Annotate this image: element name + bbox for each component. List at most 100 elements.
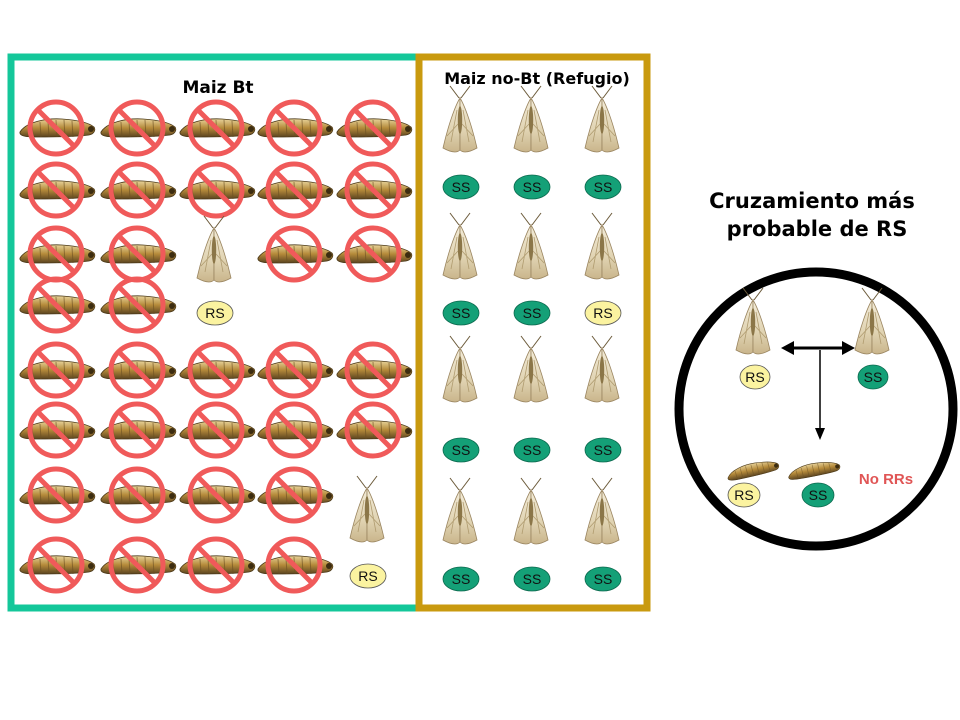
prohibited-larva-icon: [337, 164, 412, 216]
moth-icon: [442, 85, 478, 153]
genotype-label: SS: [452, 442, 471, 458]
genotype-label: RS: [593, 305, 612, 321]
ss-badge: [442, 300, 480, 326]
prohibited-larva-icon: [101, 469, 176, 521]
genotype-label: SS: [523, 442, 542, 458]
prohibited-larva-icon: [180, 164, 255, 216]
moth-icon: [513, 85, 549, 153]
genotype-label: SS: [864, 369, 883, 385]
genotype-label: SS: [594, 442, 613, 458]
cross-title-line1: Cruzamiento más: [709, 189, 915, 213]
genotype-label: SS: [523, 571, 542, 587]
moth-icon: [513, 477, 549, 545]
prohibited-larva-icon: [101, 279, 176, 331]
larva-icon: [786, 458, 842, 481]
refuge-moths-grid: SS SS SS SS SS RS SS SS SS SS SS SS: [442, 85, 622, 592]
prohibited-larva-icon: [180, 102, 255, 154]
moth-icon: [442, 477, 478, 545]
rs-badge: [584, 300, 622, 326]
bt-survivor-1: RS: [196, 215, 234, 326]
ss-badge: [857, 364, 889, 390]
prohibited-larva-icon: [101, 102, 176, 154]
prohibited-larva-icon: [337, 404, 412, 456]
prohibited-larva-icon: [258, 228, 333, 280]
prohibited-larva-icon: [258, 469, 333, 521]
ss-badge: [584, 174, 622, 200]
moth-icon: [584, 85, 620, 153]
prohibited-larva-icon: [180, 404, 255, 456]
prohibited-larva-icon: [20, 228, 95, 280]
refuge-moth: SS: [442, 212, 480, 326]
ss-badge: [442, 437, 480, 463]
bt-survivor-2: RS: [349, 475, 387, 589]
prohibited-larva-icon: [258, 102, 333, 154]
prohibited-larva-icon: [20, 539, 95, 591]
ss-badge: [513, 437, 551, 463]
prohibited-larva-icon: [20, 164, 95, 216]
refuge-moth: RS: [584, 212, 622, 326]
genotype-label: SS: [523, 179, 542, 195]
prohibited-larva-icon: [20, 404, 95, 456]
genotype-label: RS: [358, 568, 377, 584]
prohibited-larva-icon: [180, 469, 255, 521]
prohibited-larva-icon: [337, 344, 412, 396]
prohibited-larva-icon: [258, 539, 333, 591]
rs-badge: [349, 563, 387, 589]
prohibited-larva-icon: [101, 228, 176, 280]
moth-icon: [854, 287, 890, 355]
refuge-moth: SS: [442, 335, 480, 463]
offspring-rs: RS: [725, 457, 781, 508]
genotype-label: RS: [734, 487, 753, 503]
refuge-moth: SS: [442, 85, 480, 200]
ss-badge: [584, 566, 622, 592]
refuge-moth: SS: [513, 335, 551, 463]
prohibited-larva-icon: [337, 102, 412, 154]
prohibited-larva-icon: [20, 279, 95, 331]
moth-icon: [442, 212, 478, 280]
prohibited-larva-icon: [101, 344, 176, 396]
genotype-label: SS: [594, 571, 613, 587]
ss-badge: [513, 174, 551, 200]
double-arrow-icon: [781, 341, 855, 355]
prohibited-larva-icon: [180, 344, 255, 396]
refuge-moth: SS: [513, 477, 551, 592]
genotype-label: SS: [452, 179, 471, 195]
refuge-moth: SS: [584, 477, 622, 592]
moth-icon: [196, 215, 232, 283]
prohibited-larva-icon: [258, 344, 333, 396]
ss-badge: [513, 300, 551, 326]
prohibited-larva-icon: [258, 164, 333, 216]
cross-title-line2: probable de RS: [727, 217, 908, 241]
larva-icon: [725, 457, 781, 482]
ss-badge: [442, 566, 480, 592]
moth-icon: [584, 335, 620, 403]
moth-icon: [584, 212, 620, 280]
parent-ss: SS: [854, 287, 890, 390]
parent-rs: RS: [735, 287, 771, 390]
moth-icon: [584, 477, 620, 545]
prohibited-larva-icon: [101, 164, 176, 216]
refuge-field-title: Maiz no-Bt (Refugio): [444, 69, 630, 88]
genotype-label: SS: [452, 305, 471, 321]
down-arrow-icon: [815, 350, 825, 440]
moth-icon: [349, 475, 385, 543]
genotype-label: SS: [523, 305, 542, 321]
refuge-moth: SS: [442, 477, 480, 592]
genotype-label: SS: [594, 179, 613, 195]
genotype-label: SS: [452, 571, 471, 587]
cross-circle: [674, 267, 958, 551]
result-label: No RRs: [859, 471, 913, 488]
moth-icon: [442, 335, 478, 403]
rs-badge: [739, 364, 771, 390]
rs-badge: [727, 482, 761, 508]
refuge-field-border: [415, 53, 651, 612]
offspring-ss: SS: [786, 458, 842, 508]
ss-badge: [584, 437, 622, 463]
refuge-moth: SS: [513, 212, 551, 326]
prohibited-larva-icon: [20, 102, 95, 154]
prohibited-larva-icon: [20, 344, 95, 396]
prohibited-larva-icon: [337, 228, 412, 280]
refuge-moth: SS: [584, 85, 622, 200]
prohibited-larva-icon: [101, 404, 176, 456]
